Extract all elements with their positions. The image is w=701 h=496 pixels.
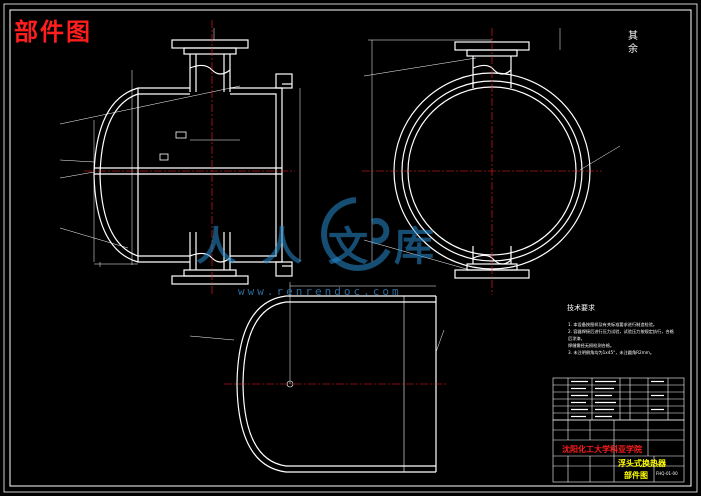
watermark-logo [321, 197, 391, 271]
front-view-centerlines [84, 20, 295, 295]
center-marker [286, 380, 294, 388]
title-block-drawing-type: 部件图 [624, 471, 648, 480]
front-view-dimensions [59, 28, 301, 267]
title-block-drawing-number: FHQ-01-00 [656, 471, 678, 476]
title-block [552, 419, 685, 483]
side-view-centerlines [362, 28, 602, 295]
title-block-drawing-name: 浮头式换热器 [618, 459, 666, 468]
technical-requirements-list: 1. 本设备按图样及有关标准要求进行制造检验。 2. 容器焊接后进行压力试验，试… [568, 321, 678, 356]
outer-border [3, 3, 698, 493]
watermark-url: www.renrendoc.com [238, 285, 402, 298]
technical-requirement-item: 焊缝需经无损检测合格。 [568, 343, 615, 348]
page-title: 部件图 [14, 18, 92, 46]
title-block-school: 沈阳化工大学科亚学院 [562, 445, 642, 454]
technical-requirement-item: 1. 本设备按图样及有关标准要求进行制造检验。 [568, 322, 658, 327]
inner-border [9, 9, 692, 487]
surface-finish-note: 其 余 [628, 31, 638, 55]
side-view-dimensions [363, 28, 621, 271]
watermark-text: 人人文库 [196, 223, 460, 270]
technical-requirement-item: 3. 未注明倒角均为1x45°，未注圆角R2mm。 [568, 350, 655, 355]
technical-requirement-item: 2. 容器焊接后进行压力试验，试验压力按规定执行，合格后涂漆。 [568, 329, 674, 341]
parts-list [552, 377, 685, 421]
technical-requirements-title: 技术要求 [567, 304, 595, 312]
parts-list-cell-text [571, 380, 664, 418]
head-detail-dimensions [189, 282, 445, 384]
